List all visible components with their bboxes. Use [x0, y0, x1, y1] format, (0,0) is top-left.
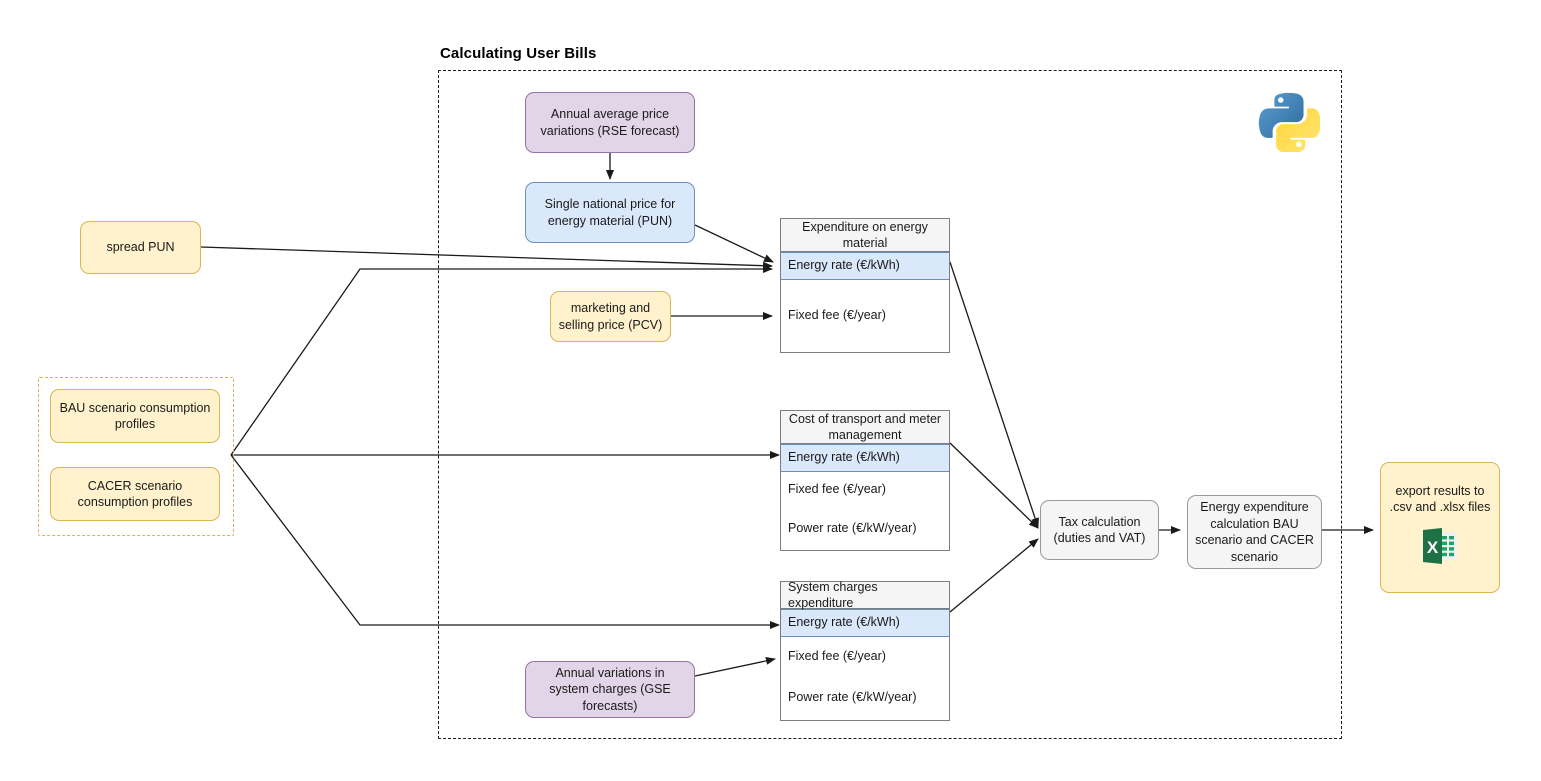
table-expenditure-on-energy-material: Expenditure on energy material Energy ra…: [780, 218, 950, 353]
table-row[interactable]: Power rate (€/kW/year): [788, 690, 917, 705]
input-cacer-scenario-profiles-label: CACER scenario consumption profiles: [77, 478, 193, 510]
table-system-charges-expenditure: System charges expenditure Energy rate (…: [780, 580, 950, 721]
input-bau-scenario-profiles[interactable]: BAU scenario consumption profiles: [50, 389, 220, 443]
process-tax-calculation-line2: (duties and VAT): [1053, 531, 1146, 545]
table-row[interactable]: Energy rate (€/kWh): [781, 252, 949, 280]
table-header: Cost of transport and meter management: [781, 411, 949, 444]
excel-logo-icon: X: [1421, 527, 1459, 569]
output-export-results[interactable]: export results to .csv and .xlsx files X: [1380, 462, 1500, 593]
table-row[interactable]: Fixed fee (€/year): [788, 649, 886, 664]
scenario-profiles-group: [38, 377, 234, 536]
input-spread-pun-label: spread PUN: [106, 240, 175, 255]
table-cost-of-transport-and-meter-management: Cost of transport and meter management E…: [780, 410, 950, 551]
table-row[interactable]: Fixed fee (€/year): [788, 308, 886, 323]
process-energy-expenditure-calculation-label: Energy expenditure calculation BAU scena…: [1195, 500, 1314, 564]
table-row[interactable]: Power rate (€/kW/year): [788, 521, 917, 536]
table-header: System charges expenditure: [781, 580, 949, 610]
page-title: Calculating User Bills: [440, 45, 597, 62]
table-header: Expenditure on energy material: [781, 219, 949, 252]
input-rse-forecast-label: Annual average price variations (RSE for…: [540, 107, 680, 138]
table-row[interactable]: Energy rate (€/kWh): [781, 444, 949, 472]
input-bau-scenario-profiles-label: BAU scenario consumption profiles: [59, 400, 211, 432]
process-pun[interactable]: Single national price for energy materia…: [525, 182, 695, 243]
input-gse-forecast-label: Annual variations in system charges (GSE…: [549, 665, 671, 713]
process-tax-calculation[interactable]: Tax calculation (duties and VAT): [1040, 500, 1159, 560]
input-pcv[interactable]: marketing and selling price (PCV): [550, 291, 671, 342]
table-row[interactable]: Energy rate (€/kWh): [781, 609, 949, 637]
process-pun-label: Single national price for energy materia…: [544, 197, 676, 228]
python-logo-icon: [1258, 90, 1321, 154]
calculating-user-bills-boundary: [438, 70, 1342, 739]
input-spread-pun[interactable]: spread PUN: [80, 221, 201, 274]
input-pcv-label: marketing and selling price (PCV): [558, 301, 663, 332]
input-rse-forecast[interactable]: Annual average price variations (RSE for…: [525, 92, 695, 153]
process-tax-calculation-line1: Tax calculation: [1058, 514, 1141, 529]
input-gse-forecast[interactable]: Annual variations in system charges (GSE…: [525, 661, 695, 718]
table-row[interactable]: Fixed fee (€/year): [788, 482, 886, 497]
input-cacer-scenario-profiles[interactable]: CACER scenario consumption profiles: [50, 467, 220, 521]
output-export-results-label: export results to .csv and .xlsx files: [1389, 483, 1491, 515]
svg-text:X: X: [1427, 538, 1439, 557]
process-energy-expenditure-calculation[interactable]: Energy expenditure calculation BAU scena…: [1187, 495, 1322, 569]
